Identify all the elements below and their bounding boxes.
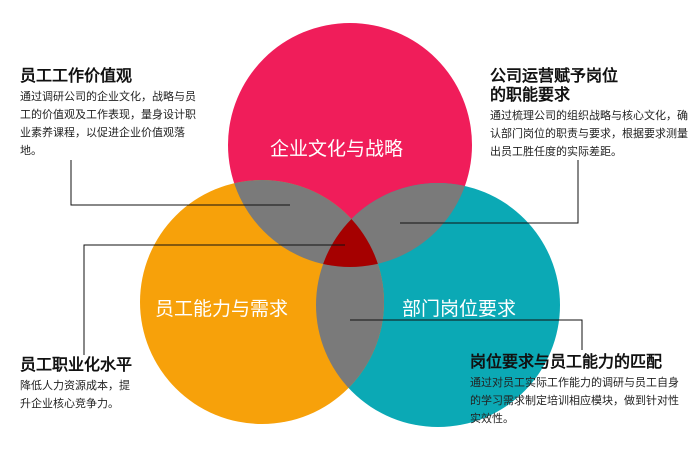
block-top-right: 公司运营赋予岗位的职能要求 通过梳理公司的组织战略与核心文化，确认部门岗位的职责… (490, 66, 695, 161)
connector-top-right (400, 160, 579, 224)
block-title: 公司运营赋予岗位的职能要求 (490, 66, 619, 104)
overlap-culture-employee (228, 180, 384, 267)
connector-bottom-right (350, 319, 583, 350)
block-title: 员工职业化水平 (20, 355, 133, 374)
label-employee: 员工能力与需求 (155, 298, 289, 320)
block-bottom-right: 岗位要求与员工能力的匹配 通过对员工实际工作能力的调研与员工自身的学习需求制定培… (470, 352, 685, 428)
label-culture: 企业文化与战略 (270, 138, 404, 160)
block-text: 通过梳理公司的组织战略与核心文化，确认部门岗位的职责与要求，根据要求测量出员工胜… (490, 109, 688, 158)
block-bottom-left: 员工职业化水平 降低人力资源成本，提升企业核心竞争力。 (20, 355, 140, 413)
block-title: 岗位要求与员工能力的匹配 (470, 352, 663, 371)
label-position: 部门岗位要求 (402, 298, 517, 320)
connector-bottom-left (83, 244, 345, 355)
block-text: 通过调研公司的企业文化，战略与员工的价值观及工作表现，量身设计职业素养课程，以促… (20, 90, 196, 157)
block-title: 员工工作价值观 (20, 66, 133, 85)
block-text: 降低人力资源成本，提升企业核心竞争力。 (20, 379, 130, 410)
overlap-culture-position (316, 183, 472, 267)
block-top-left: 员工工作价值观 通过调研公司的企业文化，战略与员工的价值观及工作表现，量身设计职… (20, 66, 205, 160)
block-text: 通过对员工实际工作能力的调研与员工自身的学习需求制定培训相应模块，做到针对性实效… (470, 376, 679, 425)
connector-top-left (70, 160, 290, 206)
